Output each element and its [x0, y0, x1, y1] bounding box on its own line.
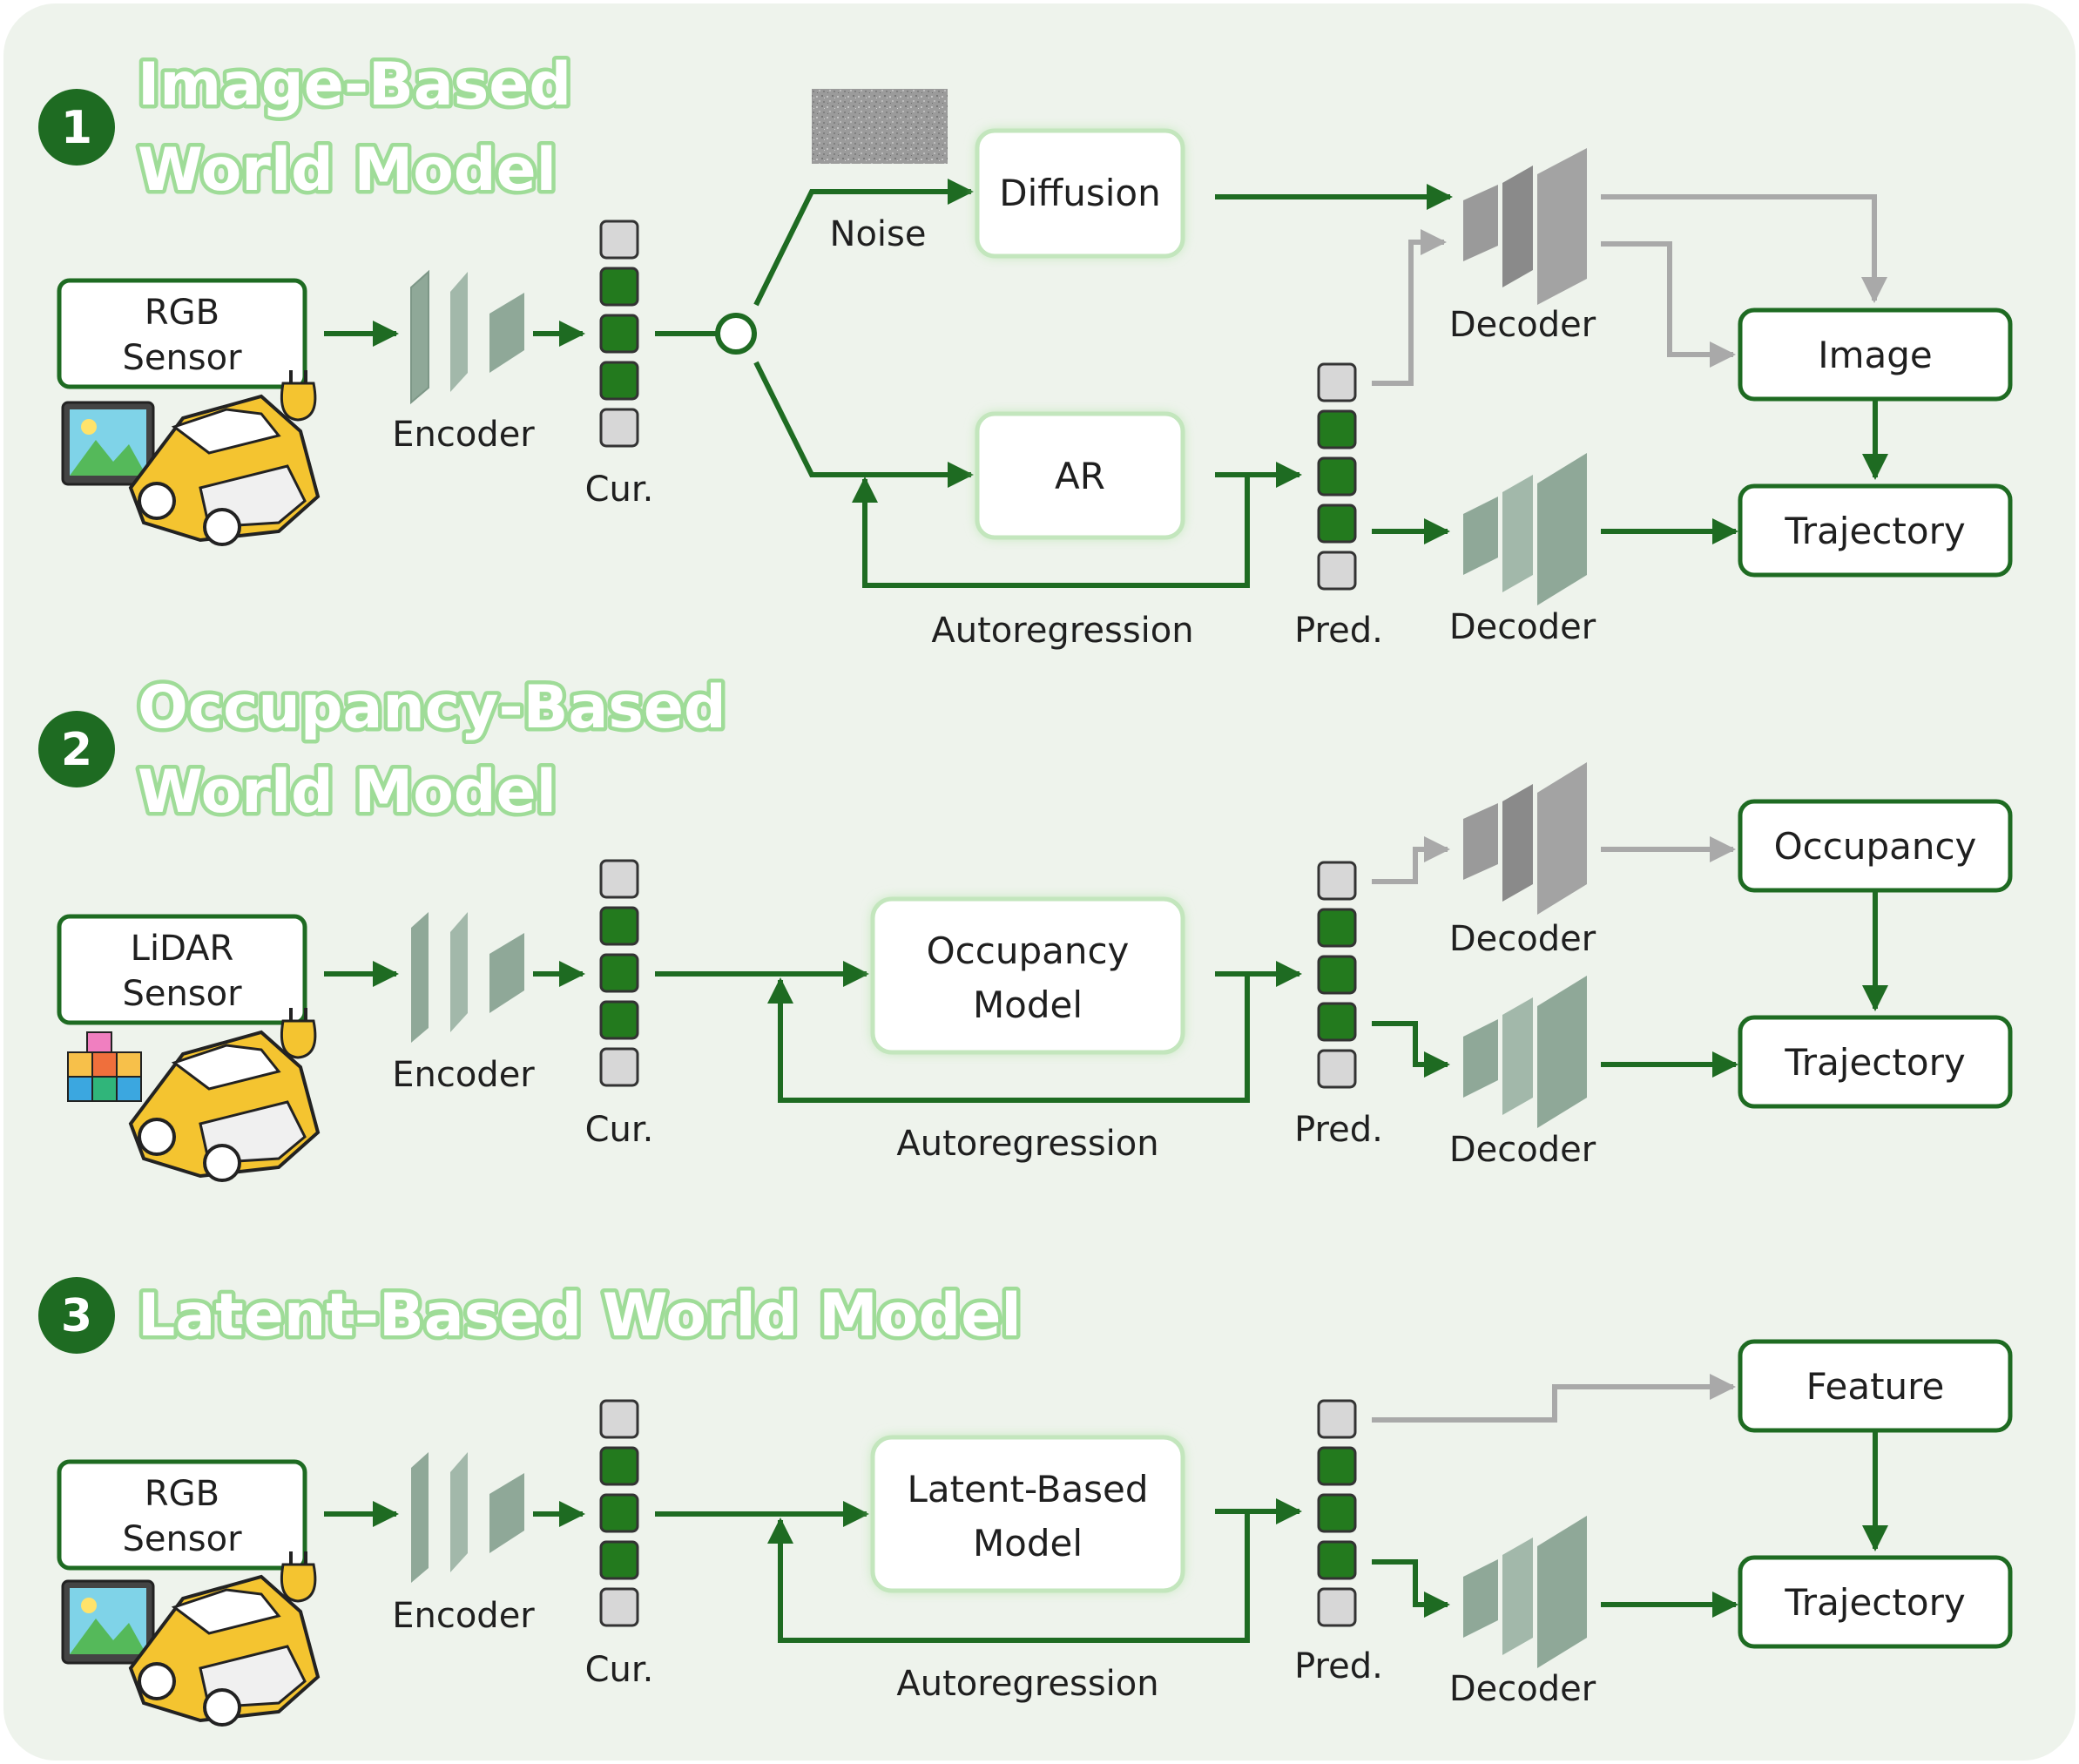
- output-trajectory-box: [1738, 1015, 2013, 1109]
- sensor-box: [57, 914, 307, 1025]
- sensor-label-line-2: Sensor: [122, 1519, 242, 1559]
- model-label-line-2: Model: [973, 1522, 1083, 1565]
- section-number: 2: [61, 724, 92, 776]
- model-label-line-1: Latent-Based: [907, 1468, 1148, 1511]
- section-badge-1: 1: [38, 89, 115, 166]
- decoder-bottom-label: Decoder: [1449, 1669, 1596, 1709]
- output-trajectory-label: Trajectory: [1784, 1041, 1965, 1084]
- current-token-stack: [599, 220, 639, 448]
- car-icon: [128, 1574, 321, 1727]
- autoregression-label: Autoregression: [931, 611, 1193, 651]
- pred-token-stack: [1317, 1399, 1357, 1627]
- section-occupancy-based: 2 Occupancy-Based World Model LiDAR Sens…: [38, 670, 2013, 1182]
- current-token-stack: [599, 1399, 639, 1627]
- section-badge-2: 2: [38, 711, 115, 787]
- autoregression-label: Autoregression: [896, 1664, 1158, 1704]
- sensor-label-line-1: RGB: [145, 293, 219, 333]
- car-icon: [128, 1030, 321, 1182]
- autoregression-label: Autoregression: [896, 1124, 1158, 1164]
- section-latent-based: 3 Latent-Based World Model RGB Sensor: [38, 1277, 2013, 1727]
- section-title: Latent-Based World Model: [138, 1281, 1022, 1350]
- car-icon: [128, 394, 321, 546]
- ar-label: AR: [1055, 455, 1105, 497]
- output-trajectory-label: Trajectory: [1784, 1581, 1965, 1624]
- output-feature-label: Feature: [1806, 1365, 1945, 1408]
- decoder-bottom-label: Decoder: [1449, 607, 1596, 647]
- plug-icon: [280, 1008, 317, 1059]
- pred-label: Pred.: [1294, 1110, 1383, 1150]
- noise-image: [812, 89, 948, 164]
- section-badge-3: 3: [38, 1277, 115, 1354]
- background-panel: [3, 3, 2076, 1761]
- output-trajectory-label: Trajectory: [1784, 510, 1965, 552]
- decoder-block-top: [1463, 762, 1587, 915]
- current-label: Cur.: [585, 470, 654, 510]
- decoder-block-bottom: [1463, 453, 1587, 605]
- output-occupancy-label: Occupancy: [1774, 825, 1977, 868]
- latent-model-box: [870, 1435, 1185, 1593]
- section-title-line-1: Occupancy-Based: [138, 673, 726, 742]
- decoder-bottom-label: Decoder: [1449, 1130, 1596, 1170]
- decoder-top-label: Decoder: [1449, 305, 1596, 345]
- output-trajectory-box: [1738, 1555, 2013, 1649]
- ar-box: [975, 411, 1185, 540]
- sensor-label-line-2: Sensor: [122, 338, 242, 378]
- section-title-line-2: World Model: [138, 136, 557, 205]
- encoder-block: [410, 269, 524, 405]
- sensor-label-line-2: Sensor: [122, 974, 242, 1014]
- encoder-label: Encoder: [392, 415, 535, 455]
- output-trajectory-box: [1738, 483, 2013, 578]
- plug-icon: [280, 1551, 317, 1603]
- sensor-label-line-1: LiDAR: [131, 929, 234, 969]
- noise-label: Noise: [830, 214, 927, 254]
- branch-node: [715, 313, 757, 355]
- sensor-box: [57, 278, 307, 389]
- diffusion-box: [975, 128, 1185, 259]
- section-number: 3: [61, 1290, 92, 1342]
- pred-label: Pred.: [1294, 611, 1383, 651]
- encoder-label: Encoder: [392, 1055, 535, 1095]
- encoder-block: [411, 912, 524, 1043]
- pred-label: Pred.: [1294, 1646, 1383, 1686]
- sensor-box: [57, 1459, 307, 1571]
- decoder-top-label: Decoder: [1449, 919, 1596, 959]
- output-image-label: Image: [1818, 334, 1933, 376]
- camera-image-icon: [61, 1579, 155, 1665]
- current-label: Cur.: [585, 1650, 654, 1690]
- diffusion-label: Diffusion: [999, 172, 1160, 214]
- sensor-label-line-1: RGB: [145, 1474, 219, 1514]
- section-image-based: 1 Image-Based World Model RGB Sensor: [38, 47, 2013, 651]
- section-number: 1: [61, 102, 92, 154]
- pred-token-stack: [1317, 362, 1357, 591]
- plug-icon: [280, 370, 317, 422]
- decoder-block-bottom: [1463, 976, 1587, 1128]
- section-title-line-2: World Model: [138, 758, 557, 827]
- section-title-line-1: Image-Based: [138, 51, 571, 119]
- decoder-block-bottom: [1463, 1516, 1587, 1668]
- model-label-line-1: Occupancy: [927, 929, 1130, 972]
- current-token-stack: [599, 859, 639, 1087]
- lidar-cubes-icon: [67, 1031, 142, 1102]
- model-label-line-2: Model: [973, 983, 1083, 1026]
- pred-token-stack: [1317, 861, 1357, 1089]
- occupancy-model-box: [870, 896, 1185, 1055]
- decoder-block-top: [1463, 148, 1587, 305]
- current-label: Cur.: [585, 1110, 654, 1150]
- camera-image-icon: [61, 401, 155, 486]
- encoder-label: Encoder: [392, 1596, 535, 1636]
- encoder-block: [411, 1452, 524, 1583]
